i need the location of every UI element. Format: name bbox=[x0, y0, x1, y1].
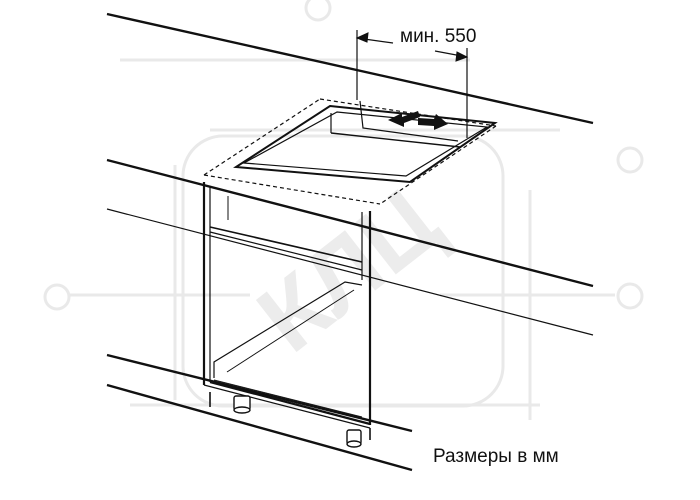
worktop bbox=[106, 12, 594, 472]
dimension-label: мин. 550 bbox=[400, 26, 477, 47]
worktop-cutout bbox=[233, 100, 498, 184]
watermark-text: КЛЦ bbox=[239, 167, 459, 372]
watermark: КЛЦ bbox=[43, 0, 644, 420]
cabinet-feet bbox=[233, 395, 362, 448]
airflow-arrows bbox=[388, 111, 448, 130]
base-cabinet bbox=[202, 182, 372, 440]
dimension-min-550 bbox=[355, 30, 469, 138]
units-note: Размеры в мм bbox=[433, 446, 559, 467]
